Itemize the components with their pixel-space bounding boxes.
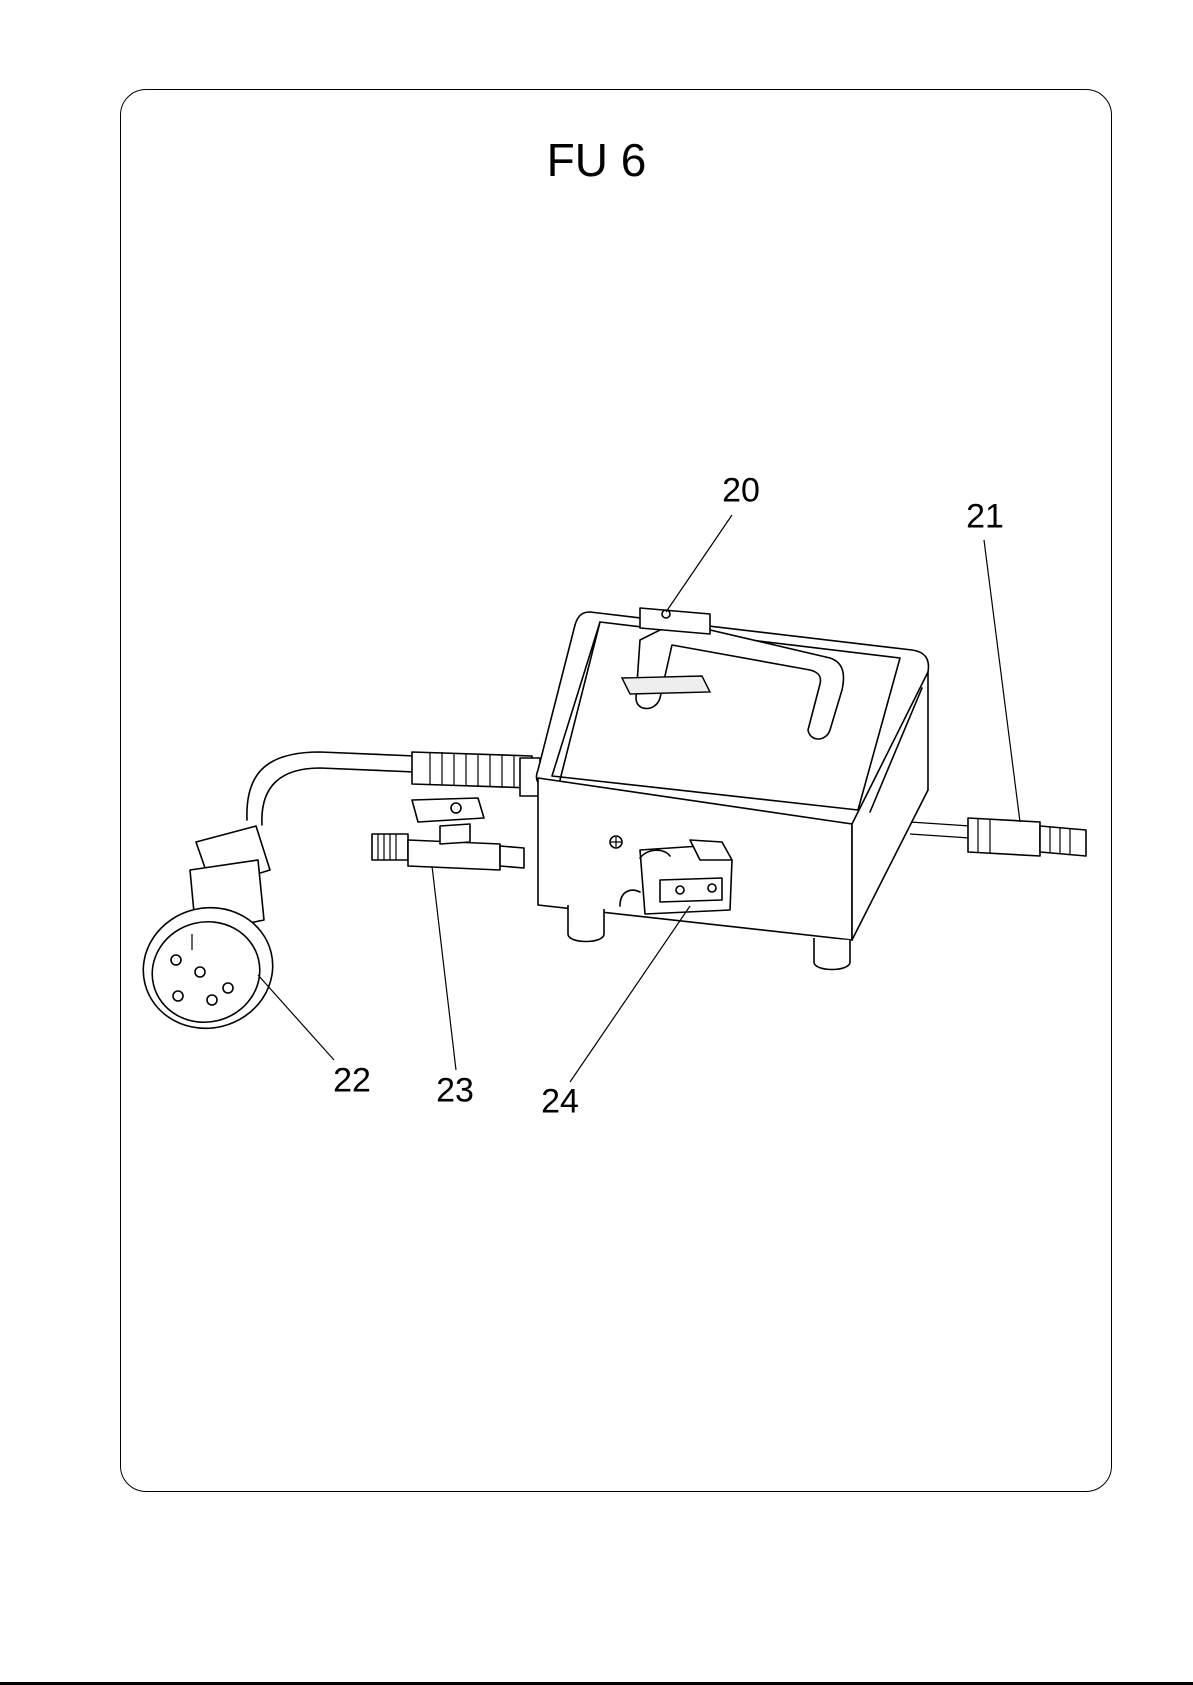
industrial-plug bbox=[130, 826, 285, 1042]
callout-22: 22 bbox=[333, 1062, 371, 1101]
callout-24: 24 bbox=[541, 1083, 579, 1122]
control-box bbox=[536, 612, 928, 970]
callout-23: 23 bbox=[436, 1072, 474, 1111]
strain-relief bbox=[412, 752, 540, 796]
power-cable bbox=[247, 752, 415, 825]
callout-21: 21 bbox=[966, 498, 1004, 537]
output-cable bbox=[910, 822, 970, 838]
coupling-connector bbox=[968, 818, 1086, 856]
valve-assembly bbox=[372, 798, 524, 870]
callout-20: 20 bbox=[722, 472, 760, 511]
